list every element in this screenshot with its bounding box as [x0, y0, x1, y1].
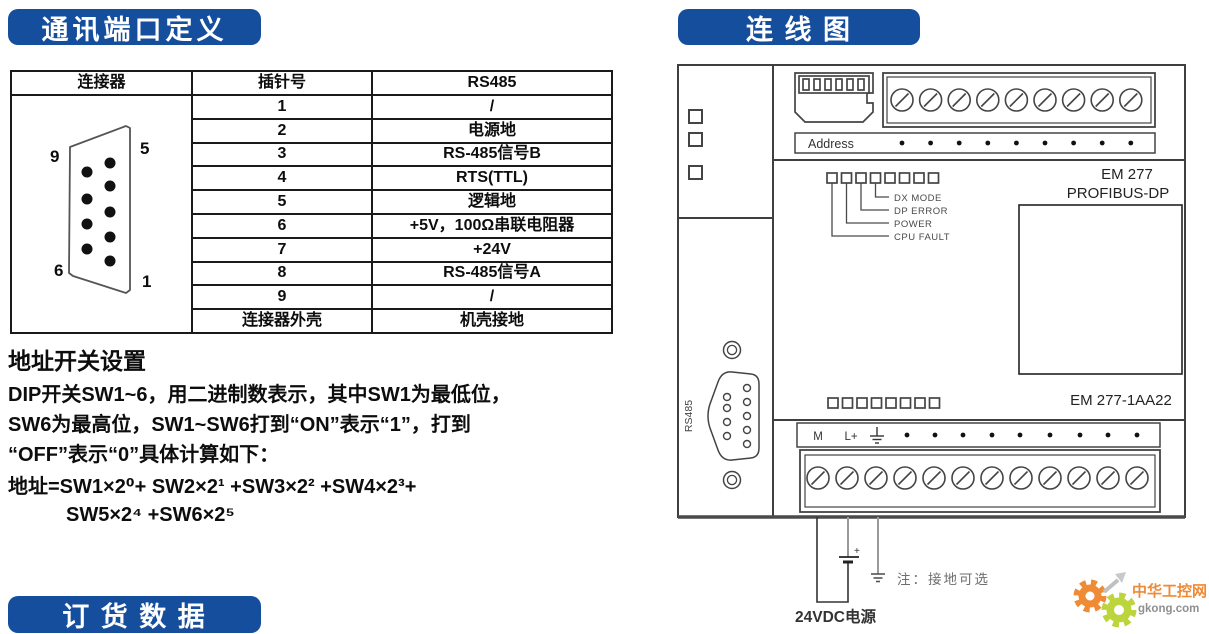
banner-comm-port-label: 通讯端口定义	[41, 14, 228, 45]
rs485-db9-body	[707, 371, 760, 461]
address-switch-text-line1: DIP开关SW1~6，用二进制数表示，其中SW1为最低位，	[8, 384, 511, 406]
top-screw-terminals	[890, 88, 1143, 112]
pin-function-cell: 电源地	[371, 117, 613, 144]
pin-function-cell: RTS(TTL)	[371, 165, 613, 192]
ground-symbol	[871, 573, 885, 583]
battery-plus-label: +	[854, 546, 860, 557]
led-label-power: POWER	[894, 219, 932, 230]
col-header-rs485: RS485	[371, 70, 613, 96]
pin-function-cell: /	[371, 284, 613, 311]
db9-connector-drawing: 9 5 6 1	[50, 125, 151, 294]
power-supply-label: 24VDC电源	[795, 607, 876, 626]
top-terminal-strip	[882, 72, 1156, 128]
banner-wiring-label: 连 线 图	[745, 14, 852, 45]
pin-function-cell: +5V，100Ω串联电阻器	[371, 212, 613, 239]
pin-number-cell: 8	[191, 260, 373, 287]
db9-label-9: 9	[50, 147, 59, 166]
terminal-label-lplus: L+	[844, 431, 857, 443]
db9-label-5: 5	[140, 139, 149, 158]
led-callout-lines	[831, 183, 889, 237]
pin-function-cell: RS-485信号A	[371, 260, 613, 287]
address-formula-line2: SW5×2⁴ +SW6×2⁵	[66, 504, 235, 526]
led-label-dx-mode: DX MODE	[894, 193, 942, 204]
pin-function-cell: RS-485信号B	[371, 141, 613, 168]
address-label: Address	[808, 137, 854, 151]
logo-domain: gkong.com	[1138, 603, 1199, 615]
bottom-terminal-strip	[799, 449, 1161, 513]
db9-label-6: 6	[54, 261, 63, 280]
pin-number-cell: 2	[191, 117, 373, 144]
pin-function-cell: 逻辑地	[371, 189, 613, 215]
address-switch-text-line2: SW6为最高位，SW1~SW6打到“ON”表示“1”，打到	[8, 414, 471, 436]
gkong-logo: 中华工控网 gkong.com	[1073, 572, 1209, 628]
pin-number-cell: 4	[191, 165, 373, 192]
rs485-port-label: RS485	[683, 400, 695, 432]
banner-ordering-data: 订 货 数 据	[8, 596, 261, 633]
pin-number-cell: 5	[191, 189, 373, 215]
address-switch-heading: 地址开关设置	[8, 348, 146, 374]
address-formula-line1: 地址=SW1×2⁰+ SW2×2¹ +SW3×2² +SW4×2³+	[8, 476, 417, 498]
address-switch-text-line3: “OFF”表示“0”具体计算如下：	[8, 444, 280, 466]
ground-terminal-icon	[870, 427, 884, 444]
arrow-icon	[1102, 572, 1126, 594]
table-row: 9/	[11, 284, 613, 311]
gear-icon	[1073, 579, 1137, 628]
col-header-pin: 插针号	[191, 70, 373, 96]
address-bar: Address	[794, 132, 1156, 154]
dip-switch-levers	[802, 78, 865, 91]
led-label-dp-error: DP ERROR	[894, 206, 948, 217]
table-row: 7+24V	[11, 236, 613, 263]
battery-symbol	[839, 556, 859, 564]
table-row: 6+5V，100Ω串联电阻器	[11, 212, 613, 239]
ground-note: 注：接地可选	[897, 571, 990, 587]
db9-body	[68, 125, 131, 294]
db9-label-1: 1	[142, 272, 151, 291]
pin-number-cell: 3	[191, 141, 373, 168]
model-code: EM 277-1AA22	[1070, 392, 1172, 409]
col-header-connector: 连接器	[10, 70, 193, 96]
db9-pins	[81, 157, 116, 267]
table-row: 连接器外壳机壳接地	[11, 308, 613, 334]
pin-definition-table: 连接器 插针号 RS485 9 5 6 1	[10, 70, 613, 334]
pin-function-cell: +24V	[371, 236, 613, 263]
pin-number-cell: 6	[191, 212, 373, 239]
table-row: 9 5 6 1 1 /	[10, 94, 613, 334]
bottom-label-bar: M L+	[796, 422, 1161, 448]
db9-connector-cell: 9 5 6 1	[10, 94, 193, 334]
banner-wiring-diagram: 连 线 图	[678, 9, 920, 45]
banner-comm-port-definition: 通讯端口定义	[8, 9, 261, 45]
pin-number-cell: 1	[191, 94, 373, 120]
rs485-port: RS485	[683, 340, 760, 490]
pin-number-cell: 7	[191, 236, 373, 263]
banner-ordering-label: 订 货 数 据	[62, 602, 207, 632]
logo-name: 中华工控网	[1132, 582, 1207, 600]
dip-switch-block	[794, 72, 874, 123]
side-slot-squares	[688, 109, 703, 180]
terminal-label-m: M	[813, 431, 823, 443]
pin-number-cell: 9	[191, 284, 373, 311]
pin-function-cell: 机壳接地	[371, 308, 613, 334]
wiring-diagram: Address DX MODE DP ERROR POWER CPU FAULT…	[677, 64, 1186, 626]
pin-function-cell: /	[371, 94, 613, 120]
model-name-line1: EM 277	[1101, 166, 1153, 183]
rs485-pins	[722, 383, 752, 449]
power-wiring	[816, 517, 885, 603]
led-label-cpu-fault: CPU FAULT	[894, 232, 950, 243]
label-plate	[1018, 204, 1183, 375]
model-name-line2: PROFIBUS-DP	[1067, 185, 1170, 202]
pin-number-cell: 连接器外壳	[191, 308, 373, 334]
table-header-row: 连接器 插针号 RS485	[10, 70, 613, 96]
